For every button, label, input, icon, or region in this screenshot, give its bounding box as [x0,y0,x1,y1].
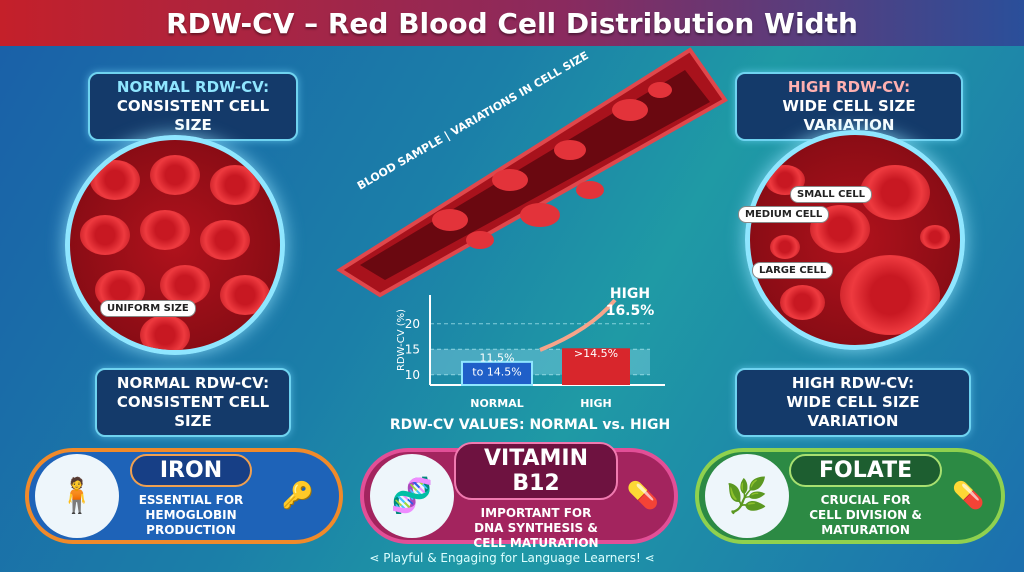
x-tick-label: NORMAL [470,397,524,410]
label-line: HIGH RDW-CV: [787,78,911,96]
page-title: RDW-CV – Red Blood Cell Distribution Wid… [0,0,1024,46]
label-line: NORMAL RDW-CV: [116,78,270,96]
footer-label: Playful & Engaging for Language Learners… [383,551,641,565]
card-title: VITAMIN B12 [454,441,619,500]
label-line: CONSISTENT CELL SIZE [116,97,270,134]
medium-cell-tag: MEDIUM CELL [738,206,830,223]
key-icon: 🔑 [281,481,315,511]
pill-icon: 💊 [626,481,660,511]
callout-line2: 16.5% [606,303,655,319]
bar-normal [461,360,533,386]
high-label-bottom: HIGH RDW-CV: WIDE CELL SIZE VARIATION [735,368,971,437]
large-cell-tag: LARGE CELL [752,262,834,279]
chart-caption: RDW-CV VALUES: NORMAL vs. HIGH [390,417,670,433]
bar-high [562,348,630,385]
footer-text: ⋖ Playful & Engaging for Language Learne… [0,551,1024,565]
normal-cells-circle [65,135,285,355]
person-leaf-icon: 🌿 [705,454,789,538]
x-tick-label: HIGH [580,397,612,410]
cell-dna-icon: 🧬 [370,454,454,538]
label-line: WIDE CELL SIZE VARIATION [786,393,920,430]
label-line: WIDE CELL SIZE VARIATION [782,97,916,134]
bar-label-normal: 11.5% [480,352,515,365]
y-tick-label: 15 [405,342,420,356]
small-cell-tag: SMALL CELL [790,186,873,203]
uniform-size-tag: UNIFORM SIZE [100,300,196,317]
card-title: FOLATE [789,454,943,487]
blood-vessel: BLOOD SAMPLE | VARIATIONS IN CELL SIZE [336,47,728,298]
callout-line1: HIGH [610,286,650,302]
y-tick-label: 10 [405,368,420,382]
bar-label-high: >14.5% [574,347,618,360]
high-cells-circle [745,130,965,350]
share-icon: ⋖ [640,551,655,565]
person-iron-icon: 🧍 [35,454,119,538]
label-line: NORMAL RDW-CV: [116,374,270,392]
capsule-icon: 💊 [952,481,985,511]
card-title: IRON [129,454,253,487]
y-tick-label: 20 [405,317,420,331]
label-line: HIGH RDW-CV: [791,374,915,392]
bar-label-normal-2: to 14.5% [472,366,521,379]
normal-label-bottom: NORMAL RDW-CV: CONSISTENT CELL SIZE [95,368,291,437]
y-axis-label: RDW-CV (%) [396,309,407,371]
label-line: CONSISTENT CELL SIZE [116,393,270,430]
share-icon: ⋖ [369,551,384,565]
trend-arrow [539,298,617,352]
normal-label-top: NORMAL RDW-CV: CONSISTENT CELL SIZE [88,72,298,141]
